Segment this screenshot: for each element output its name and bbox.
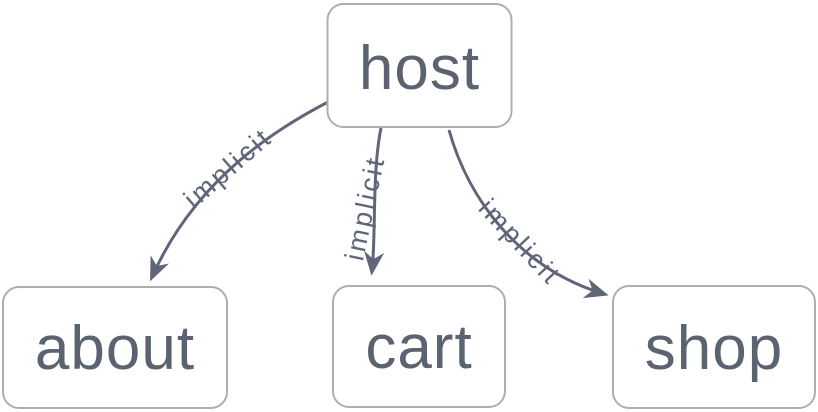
edge-host-about [150, 100, 329, 282]
nodes-layer: host about cart shop [2, 3, 816, 409]
node-cart-box [332, 285, 506, 408]
node-cart: cart [332, 285, 506, 408]
edge-host-shop [447, 129, 609, 299]
node-shop: shop [612, 285, 816, 409]
node-about: about [2, 286, 228, 409]
node-shop-label: shop [645, 314, 783, 383]
edge-label-host-shop: implicit [473, 193, 568, 291]
edges-layer: implicit implicit implicit [150, 100, 609, 299]
edge-label-host-about: implicit [178, 122, 278, 215]
node-about-label: about [35, 314, 195, 383]
node-host: host [326, 3, 513, 128]
node-shop-box [612, 285, 816, 409]
node-about-box [2, 286, 228, 409]
node-cart-label: cart [365, 313, 472, 382]
node-host-box [326, 3, 513, 128]
edge-label-host-cart: implicit [339, 153, 390, 263]
edge-host-cart [364, 127, 385, 276]
node-host-label: host [359, 34, 480, 103]
